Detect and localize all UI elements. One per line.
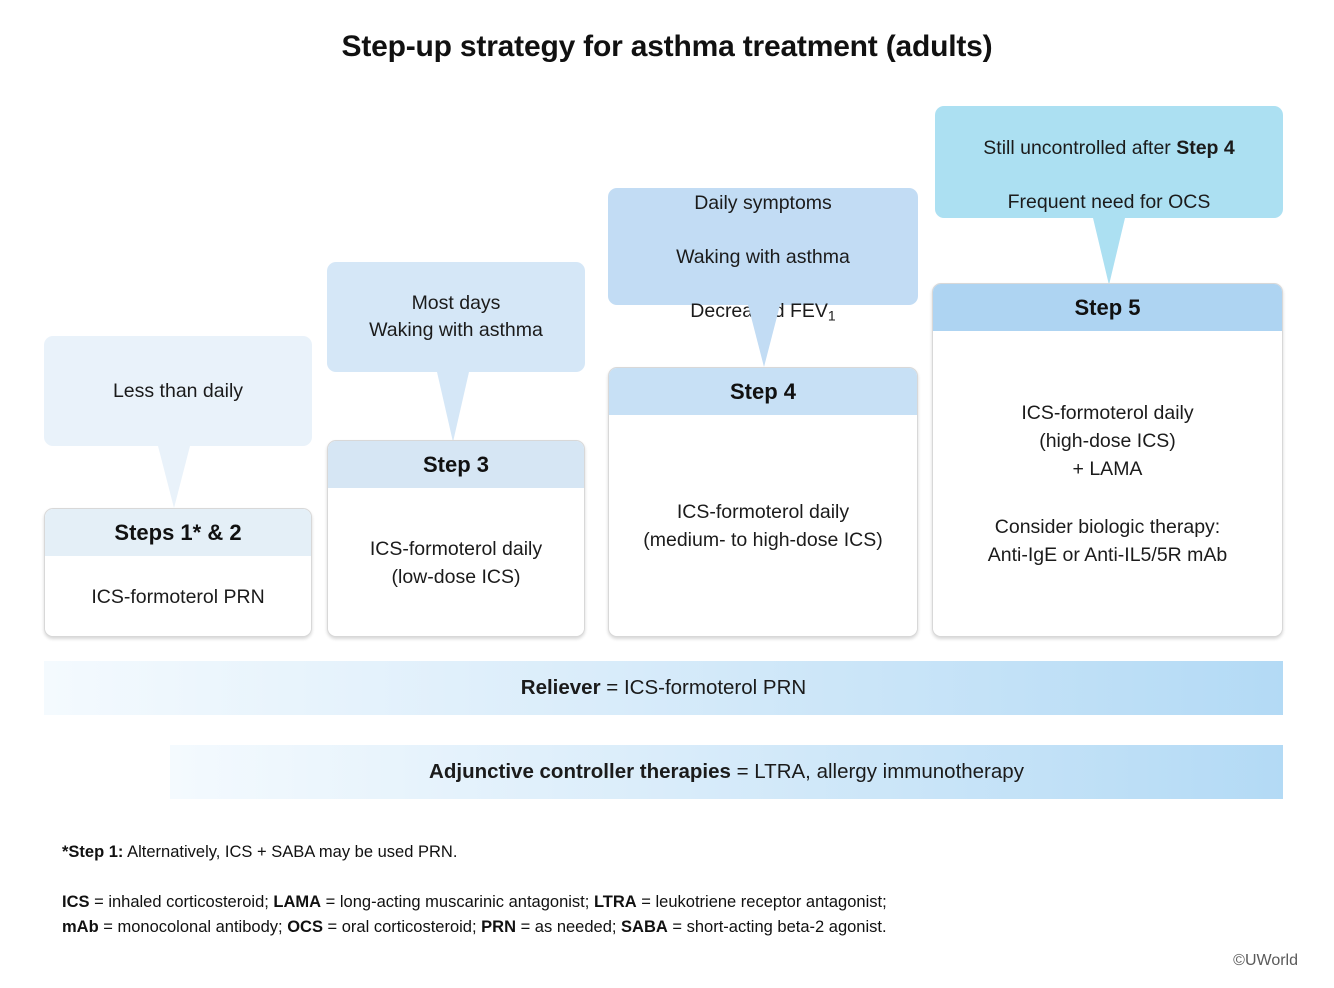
callout-step-4: Daily symptoms Waking with asthma Decrea… [608,188,918,324]
abbrev-ocs-def: = oral corticosteroid; [322,918,482,936]
reliever-bar-label: Reliever [520,676,601,699]
step-header-steps-1-2-label: Steps 1* & 2 [114,519,242,545]
step-card-steps-1-2[interactable]: Steps 1* & 2 ICS-formoterol PRN [44,508,312,637]
step-header-step-4: Step 4 [609,368,917,415]
callout-steps-1-2: Less than daily [44,336,312,446]
abbrev-prn-def: = as needed; [516,918,622,936]
step-header-step-5: Step 5 [933,284,1282,331]
footnote-abbreviations: ICS = inhaled corticosteroid; LAMA = lon… [62,890,887,940]
abbrev-mab-def: = monocolonal antibody; [98,918,288,936]
callout-steps-1-2-text: Less than daily [112,379,244,402]
abbrev-ltra-term: LTRA [593,893,637,911]
callout-tail-step-4 [748,305,780,367]
callout-tail-step-3 [437,372,469,442]
step-header-step-3: Step 3 [328,441,584,488]
step-body-step-4: ICS-formoterol daily (medium- to high-do… [609,415,917,636]
step-body-step-4-text: ICS-formoterol daily (medium- to high-do… [643,501,883,551]
step-body-steps-1-2: ICS-formoterol PRN [45,556,311,636]
adjunctive-bar-separator: = [730,760,755,783]
abbrev-ltra-def: = leukotriene receptor antagonist; [636,893,887,911]
copyright-notice: ©UWorld [1233,952,1298,969]
callout-step-4-text: Daily symptoms Waking with asthma Decrea… [618,163,908,330]
abbrev-saba-term: SABA [621,918,668,936]
callout-step-5: Still uncontrolled after Step 4 Frequent… [935,106,1283,218]
callout-step-5-text: Still uncontrolled after Step 4 Frequent… [945,108,1273,216]
step-header-step-5-label: Step 5 [1074,294,1141,320]
reliever-bar-text: Reliever = ICS-formoterol PRN [521,676,806,700]
adjunctive-bar-text: Adjunctive controller therapies = LTRA, … [429,760,1024,784]
callout-step-4-fev-subscript: 1 [827,307,836,324]
callout-tail-steps-1-2 [158,446,190,508]
page-title: Step-up strategy for asthma treatment (a… [341,30,993,63]
step-card-step-4[interactable]: Step 4 ICS-formoterol daily (medium- to … [608,367,918,637]
callout-tail-step-5 [1093,218,1125,285]
footnote-step-1-label: *Step 1: [62,843,124,861]
step-body-step-3-text: ICS-formoterol daily (low-dose ICS) [369,537,543,588]
reliever-bar-value: ICS-formoterol PRN [623,676,807,699]
abbrev-ics-term: ICS [62,893,90,911]
callout-step-5-line-1-pre: Still uncontrolled after [983,137,1177,159]
callout-step-4-line-2: Waking with asthma [676,246,850,269]
reliever-bar-separator: = [600,676,624,699]
footnote-step-1-text: Alternatively, ICS + SABA may be used PR… [123,843,458,861]
abbrev-saba-def: = short-acting beta-2 agonist. [667,918,887,936]
footnote-abbrev-line-2: mAb = monocolonal antibody; OCS = oral c… [62,915,887,940]
callout-step-3-text: Most days Waking with asthma [369,292,543,341]
abbrev-lama-term: LAMA [273,893,322,911]
adjunctive-bar-value: LTRA, allergy immunotherapy [754,760,1024,783]
step-header-steps-1-2: Steps 1* & 2 [45,509,311,556]
step-header-step-4-label: Step 4 [729,378,797,404]
footnote-step-1: *Step 1: Alternatively, ICS + SABA may b… [62,840,457,865]
abbrev-ics-def: = inhaled corticosteroid; [89,893,274,911]
step-card-step-3[interactable]: Step 3 ICS-formoterol daily (low-dose IC… [327,440,585,637]
callout-step-5-line-2: Frequent need for OCS [1007,191,1211,213]
abbrev-mab-term: mAb [62,918,99,936]
callout-step-3: Most days Waking with asthma [327,262,585,372]
callout-step-5-step-4-ref: Step 4 [1176,137,1235,159]
step-header-step-3-label: Step 3 [422,451,490,477]
abbrev-lama-def: = long-acting muscarinic antagonist; [321,893,594,911]
footnote-abbrev-line-1: ICS = inhaled corticosteroid; LAMA = lon… [62,890,887,915]
step-body-step-5-text-primary: ICS-formoterol daily (high-dose ICS) + L… [1021,402,1194,480]
adjunctive-bar-label: Adjunctive controller therapies [429,760,731,783]
abbrev-prn-term: PRN [481,918,516,936]
step-card-step-5[interactable]: Step 5 ICS-formoterol daily (high-dose I… [932,283,1283,637]
step-body-step-5-text-secondary: Consider biologic therapy: Anti-IgE or A… [987,516,1228,566]
adjunctive-bar: Adjunctive controller therapies = LTRA, … [170,745,1283,799]
reliever-bar: Reliever = ICS-formoterol PRN [44,661,1283,715]
callout-step-4-line-1: Daily symptoms [694,192,832,215]
step-body-step-5: ICS-formoterol daily (high-dose ICS) + L… [933,331,1282,636]
step-body-steps-1-2-text: ICS-formoterol PRN [91,585,265,608]
step-body-step-3: ICS-formoterol daily (low-dose ICS) [328,488,584,636]
abbrev-ocs-term: OCS [287,918,323,936]
